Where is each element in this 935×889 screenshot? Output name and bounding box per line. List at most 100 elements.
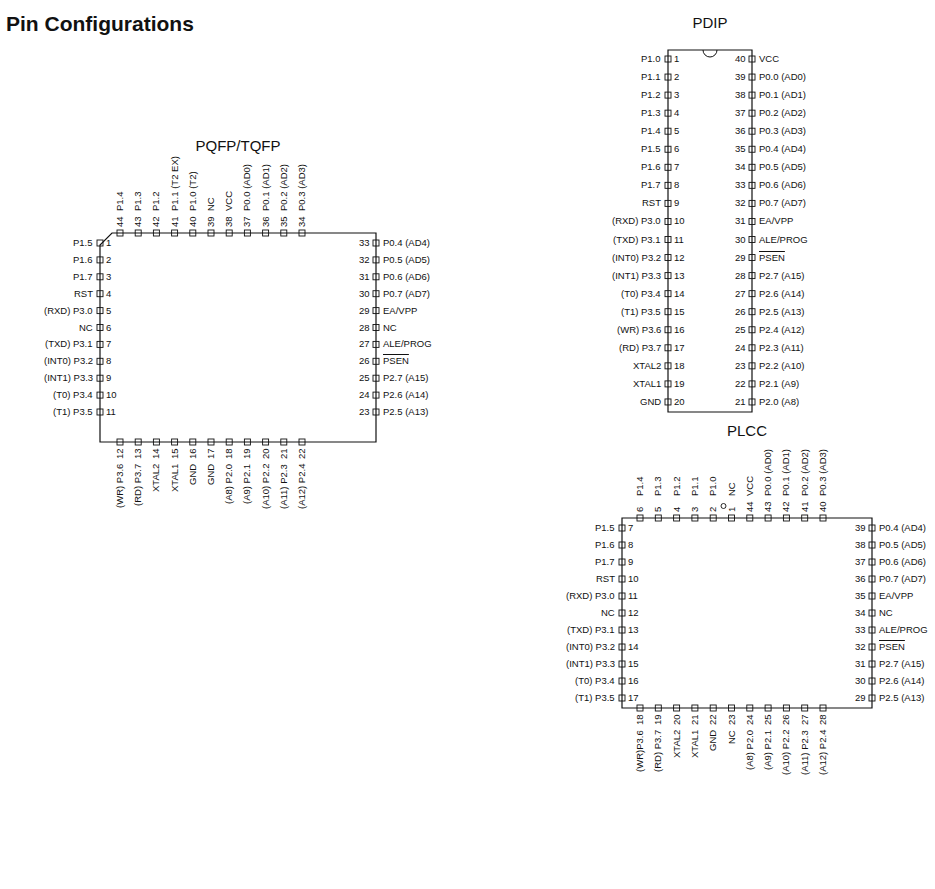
pin-number: 6 (106, 323, 111, 333)
pin-name: (A8) P2.0 (224, 464, 234, 504)
pin-number: 42 (151, 216, 161, 227)
pin-name: (T1) P3.5 (621, 307, 661, 317)
pin-name: P1.2 (151, 191, 161, 211)
pin-name: NC (383, 323, 397, 333)
pin-number: 21 (690, 714, 700, 725)
pin-name: P1.1 (T2 EX) (170, 156, 180, 211)
pin-name: P1.7 (641, 180, 661, 190)
pin-number: 41 (800, 501, 810, 512)
pin-number: 20 (672, 714, 682, 725)
pin-number: 34 (297, 216, 307, 227)
pin-number: 2 (708, 507, 718, 512)
pin-name: P0.6 (AD6) (383, 272, 430, 282)
pin-name: P1.3 (133, 191, 143, 211)
pin-name: P0.6 (AD6) (759, 180, 806, 190)
pin-name: RST (596, 574, 615, 584)
pin-number: 19 (653, 714, 663, 725)
pin-number: 23 (359, 407, 370, 417)
pin-name: P1.5 (73, 238, 93, 248)
pin-name: (TXD) P3.1 (567, 625, 615, 635)
pin-number: 13 (628, 625, 639, 635)
pin-name: (T1) P3.5 (575, 693, 615, 703)
pin-number: 20 (674, 397, 685, 407)
pin-name: P0.0 (AD0) (763, 449, 773, 496)
pin-number: 38 (224, 216, 234, 227)
pin-name: P1.7 (73, 272, 93, 282)
pin-number: 16 (674, 325, 685, 335)
pin-number: 15 (674, 307, 685, 317)
pin-number: 38 (735, 90, 746, 100)
pin-number: 30 (359, 289, 370, 299)
pin-number: 24 (359, 390, 370, 400)
pin-name: P2.7 (A15) (383, 373, 428, 383)
pin-name: P1.6 (73, 255, 93, 265)
pin-name: P1.6 (641, 162, 661, 172)
pin-number: 11 (674, 235, 684, 245)
pin-number: 18 (674, 361, 685, 371)
pin-number: 23 (727, 714, 737, 725)
pin-name: P0.6 (AD6) (879, 557, 926, 567)
pin-name: (RD) P3.7 (619, 343, 661, 353)
pin-number: 25 (763, 714, 773, 725)
pin-name: P1.1 (641, 72, 661, 82)
pin-name: VCC (745, 476, 755, 496)
pin-number: 28 (818, 714, 828, 725)
pin-name: (T0) P3.4 (53, 390, 93, 400)
pin-number: 27 (800, 714, 810, 725)
pin-number: 11 (628, 591, 638, 601)
pin-number: 18 (224, 448, 234, 459)
pin-name: NC (601, 608, 615, 618)
pin-name: P1.4 (635, 476, 645, 496)
pin-number: 1 (727, 507, 737, 512)
pin-number: 26 (781, 714, 791, 725)
pin-name: P1.1 (690, 476, 700, 496)
pin-name: (WR)P3.6 (635, 730, 645, 772)
pin-number: 33 (359, 238, 370, 248)
pin-number: 31 (359, 272, 370, 282)
pin-name: (INT0) P3.2 (44, 356, 93, 366)
pin-number: 12 (674, 253, 685, 263)
pin-number: 42 (781, 501, 791, 512)
package-body: PLCC (622, 518, 872, 708)
pin-number: 25 (359, 373, 370, 383)
pin-name: (A10) P2.2 (781, 730, 791, 775)
pin-number: 8 (628, 540, 633, 550)
pin-number: 30 (855, 676, 866, 686)
pin-name: ALE/PROG (879, 625, 928, 635)
pin-name: P0.5 (AD5) (383, 255, 430, 265)
pin-name: NC (206, 197, 216, 211)
pin-name: GND (640, 397, 661, 407)
pin-name: P1.2 (672, 476, 682, 496)
pin-number: 14 (628, 642, 639, 652)
pin-name: P0.0 (AD0) (242, 164, 252, 211)
pin-name: XTAL1 (170, 464, 180, 492)
pin-name: P2.7 (A15) (759, 271, 804, 281)
pin-number: 22 (735, 379, 746, 389)
pin1-mark (721, 504, 726, 509)
pin-number: 26 (735, 307, 746, 317)
pin-number: 9 (674, 198, 679, 208)
pin-name: (A8) P2.0 (745, 730, 755, 770)
pin-name: P0.2 (AD2) (759, 108, 806, 118)
pin-number: 6 (674, 144, 679, 154)
pin-name: P0.7 (AD7) (879, 574, 926, 584)
pin-number: 1 (106, 238, 111, 248)
pin-number: 20 (261, 448, 271, 459)
pin-number: 29 (735, 253, 746, 263)
pin-name: (INT0) P3.2 (566, 642, 615, 652)
pin-name: P0.0 (AD0) (759, 72, 806, 82)
pin-number: 8 (674, 180, 679, 190)
pin-name: P0.4 (AD4) (383, 238, 430, 248)
pin-name: (RXD) P3.0 (612, 216, 661, 226)
pin-name: P1.0 (708, 476, 718, 496)
pin-name: XTAL1 (690, 730, 700, 758)
pin-number: 4 (674, 108, 679, 118)
pin-number: 23 (735, 361, 746, 371)
pin-number: 16 (188, 448, 198, 459)
pin-name: P0.5 (AD5) (759, 162, 806, 172)
pin-name: P1.7 (595, 557, 615, 567)
pin-number: 26 (359, 356, 370, 366)
pin-name: VCC (759, 54, 779, 64)
pin-name: P1.2 (641, 90, 661, 100)
